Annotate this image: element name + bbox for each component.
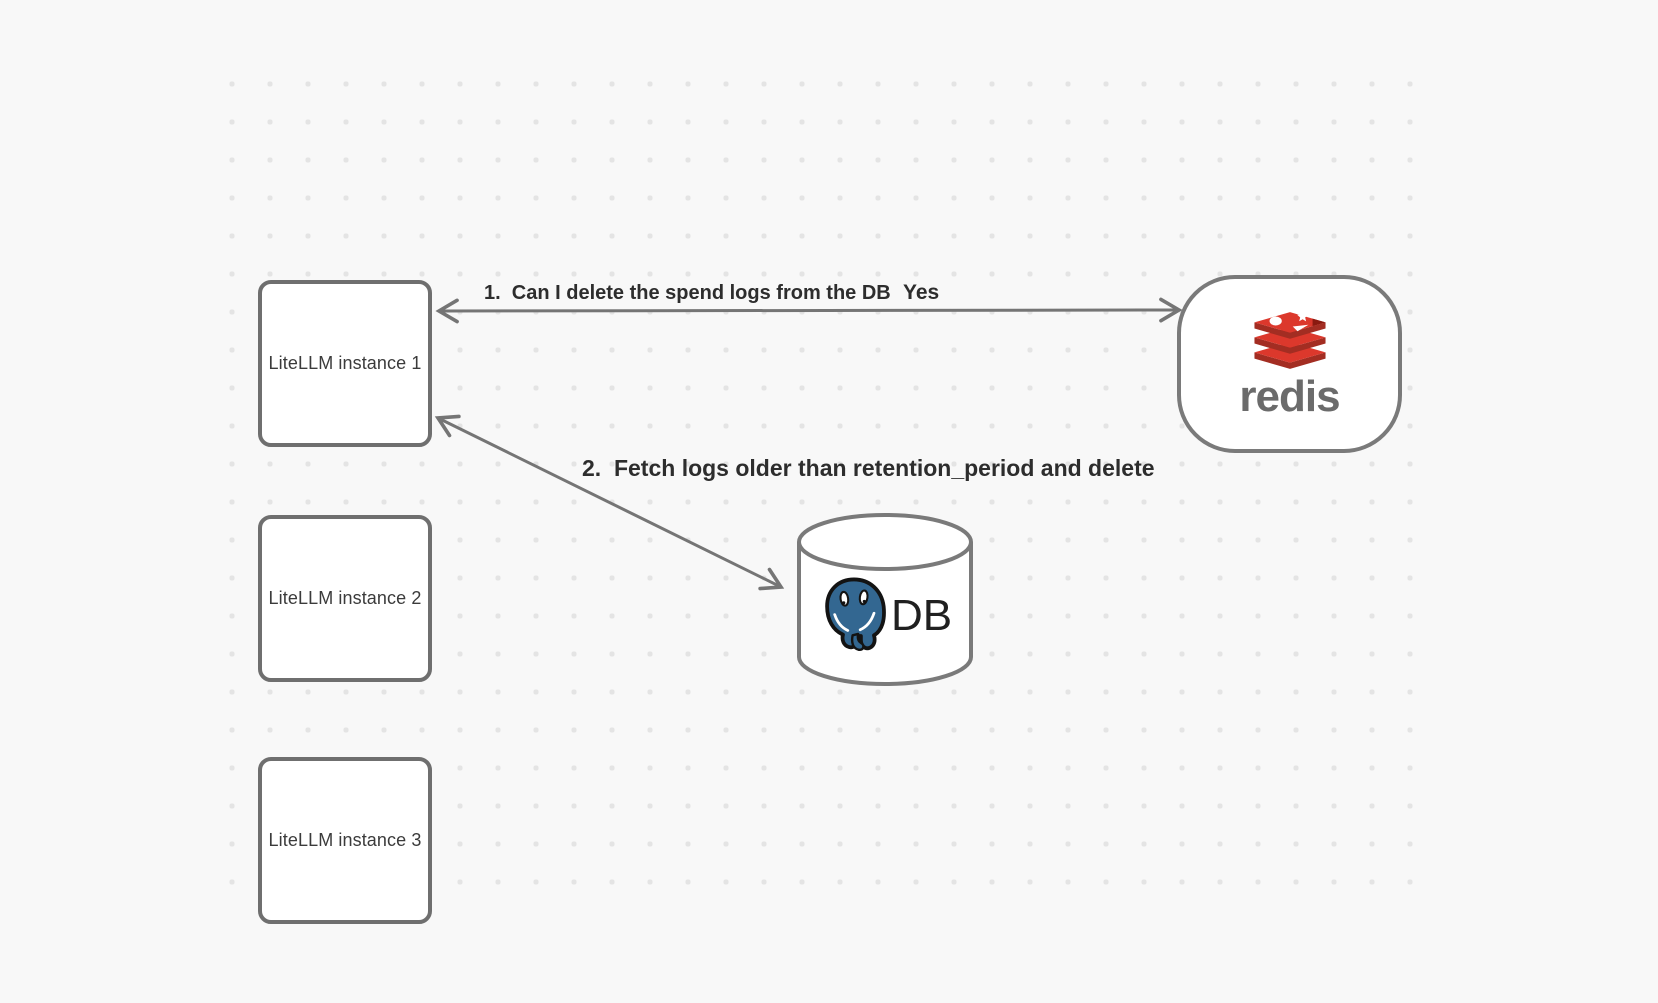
redis-wordmark: redis <box>1239 371 1340 421</box>
redis-logo-icon <box>1253 310 1326 369</box>
node-litellm-instance-3[interactable]: LiteLLM instance 3 <box>258 757 432 924</box>
node-litellm-instance-2[interactable]: LiteLLM instance 2 <box>258 515 432 682</box>
node-litellm-instance-2-label: LiteLLM instance 2 <box>268 588 422 608</box>
edge1-response-label[interactable]: Yes <box>903 281 940 304</box>
node-database[interactable]: DB <box>796 512 974 688</box>
node-litellm-instance-3-label: LiteLLM instance 3 <box>268 830 422 850</box>
node-redis[interactable]: redis <box>1177 275 1402 453</box>
edge2-label[interactable]: 2. Fetch logs older than retention_perio… <box>582 455 1155 481</box>
node-litellm-instance-1[interactable]: LiteLLM instance 1 <box>258 280 432 447</box>
arrow-instance1-db[interactable] <box>434 414 785 591</box>
arrow-instance1-redis[interactable] <box>435 297 1183 324</box>
edge1-label[interactable]: 1. Can I delete the spend logs from the … <box>484 282 891 304</box>
db-label: DB <box>890 591 953 640</box>
postgresql-logo-icon <box>825 577 886 652</box>
node-litellm-instance-1-label: LiteLLM instance 1 <box>268 353 422 373</box>
